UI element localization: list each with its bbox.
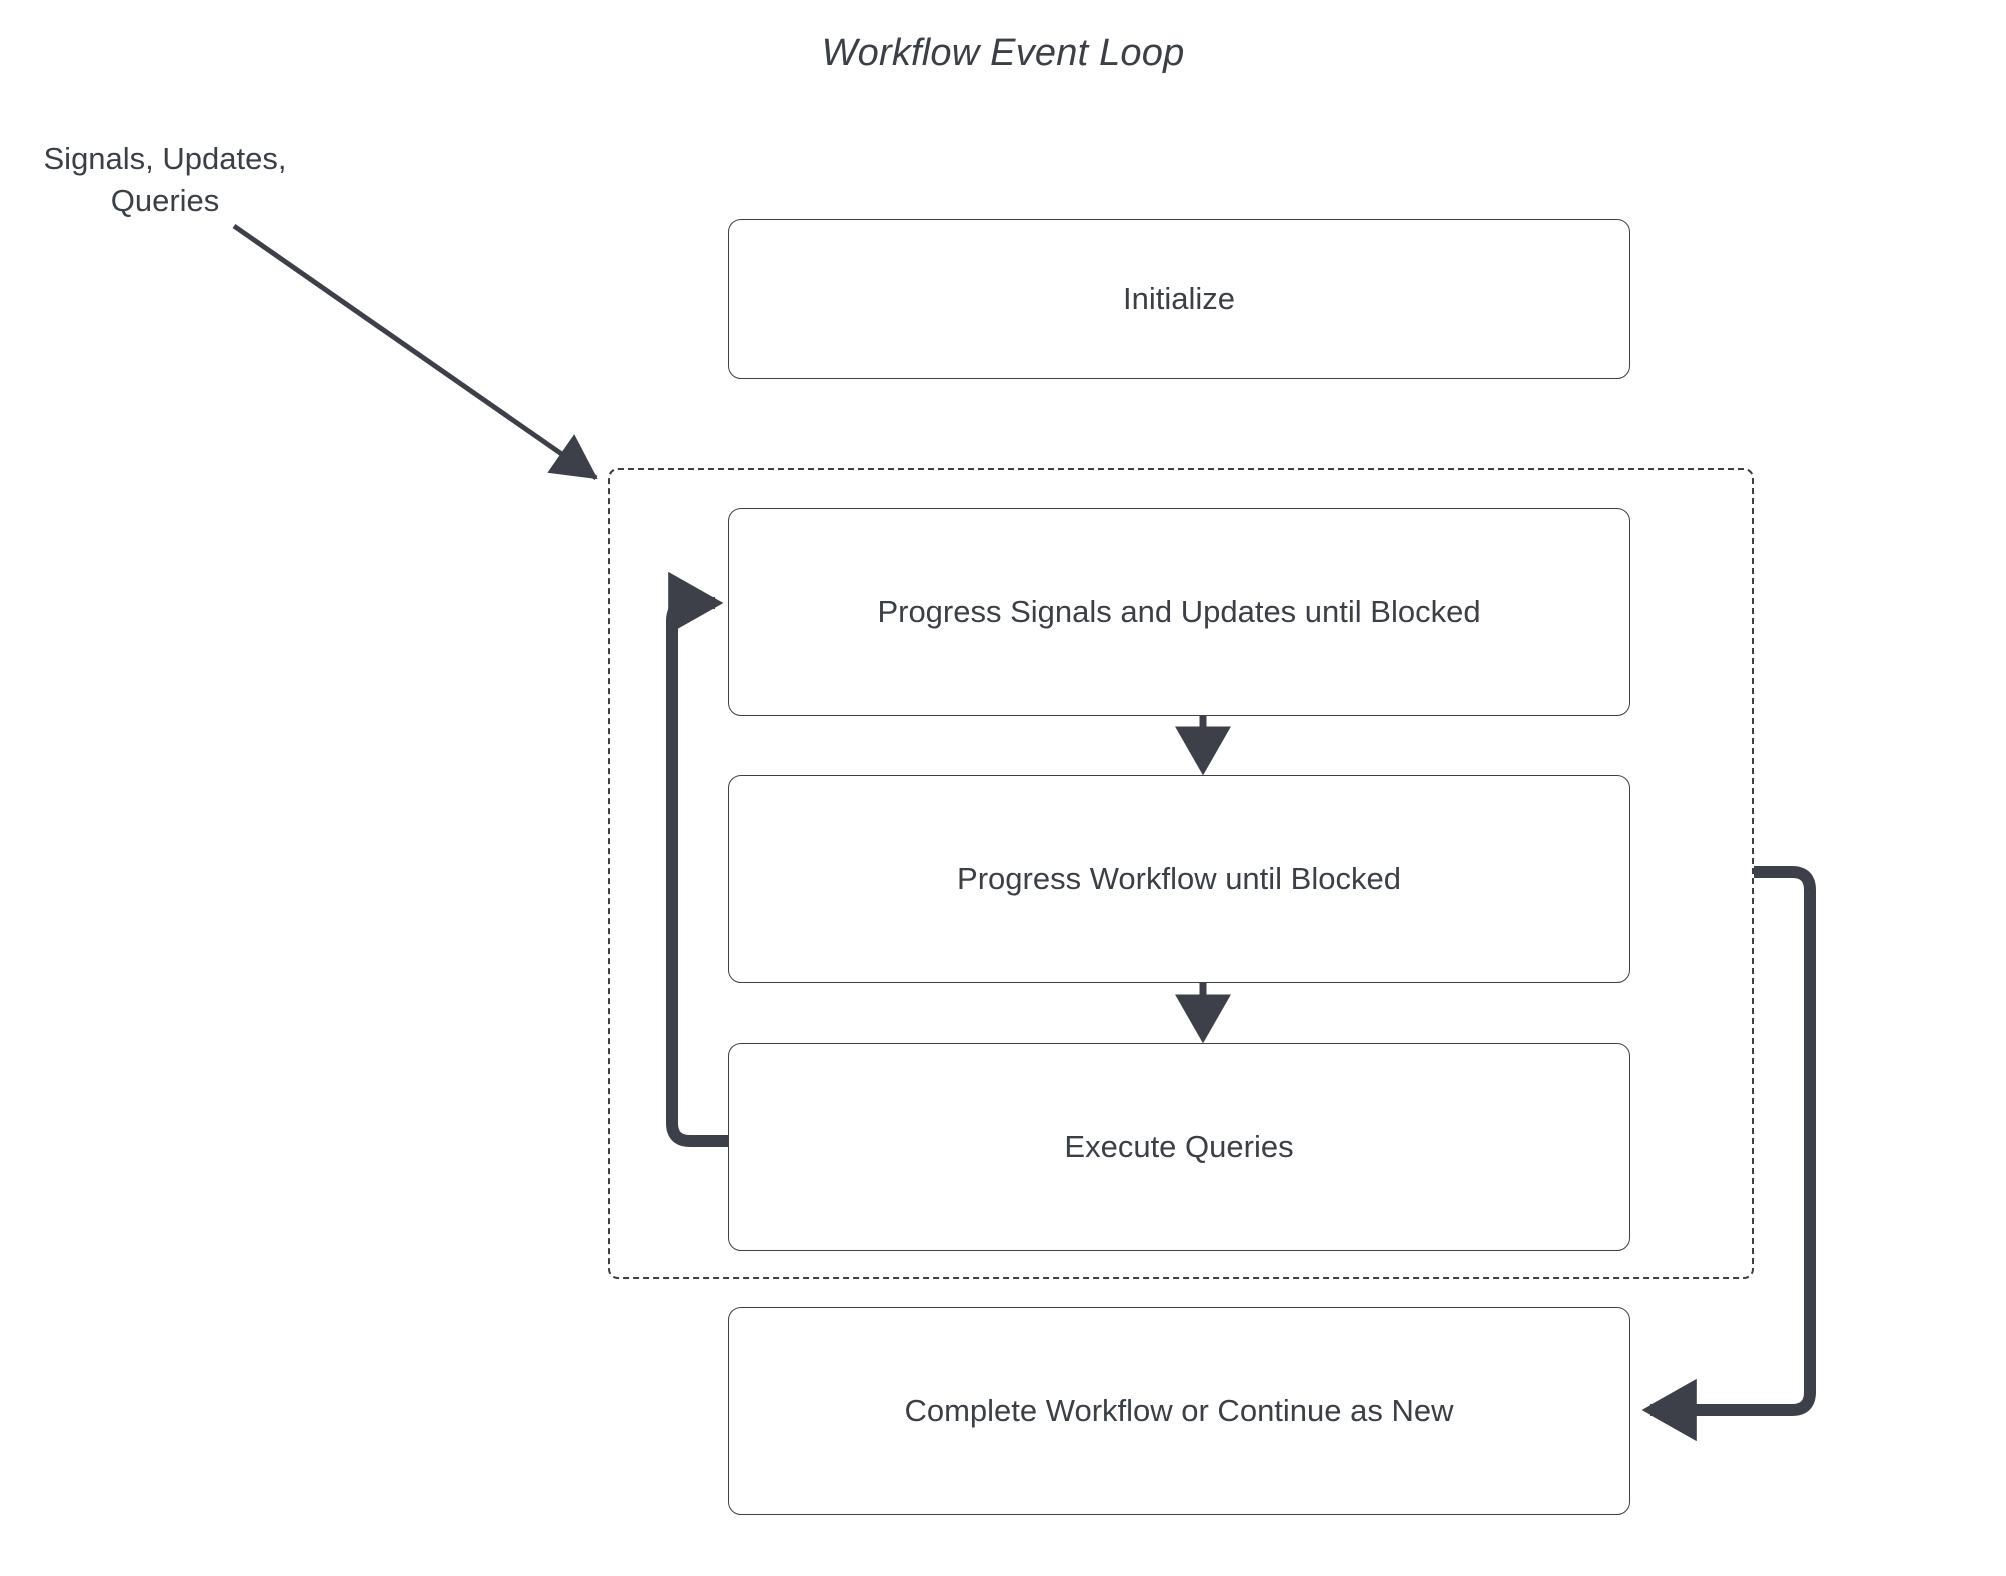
external-input-label: Signals, Updates, Queries: [20, 138, 310, 222]
node-initialize[interactable]: Initialize: [728, 219, 1630, 379]
node-execute-queries-label: Execute Queries: [1064, 1129, 1294, 1164]
node-progress-workflow[interactable]: Progress Workflow until Blocked: [728, 775, 1630, 983]
node-complete-workflow-or-continue-as-new[interactable]: Complete Workflow or Continue as New: [728, 1307, 1630, 1515]
node-initialize-label: Initialize: [1123, 281, 1235, 316]
node-progress-signals-and-updates[interactable]: Progress Signals and Updates until Block…: [728, 508, 1630, 716]
node-execute-queries[interactable]: Execute Queries: [728, 1043, 1630, 1251]
diagram-title: Workflow Event Loop: [821, 32, 1185, 74]
external-input-label-line2: Queries: [110, 183, 220, 218]
node-progress-workflow-label: Progress Workflow until Blocked: [957, 861, 1401, 896]
edge-signals-into-loop: [232, 223, 598, 481]
node-complete-workflow-or-continue-as-new-label: Complete Workflow or Continue as New: [904, 1393, 1454, 1428]
external-input-label-line1: Signals, Updates,: [43, 141, 287, 176]
node-progress-signals-and-updates-label: Progress Signals and Updates until Block…: [877, 594, 1481, 629]
